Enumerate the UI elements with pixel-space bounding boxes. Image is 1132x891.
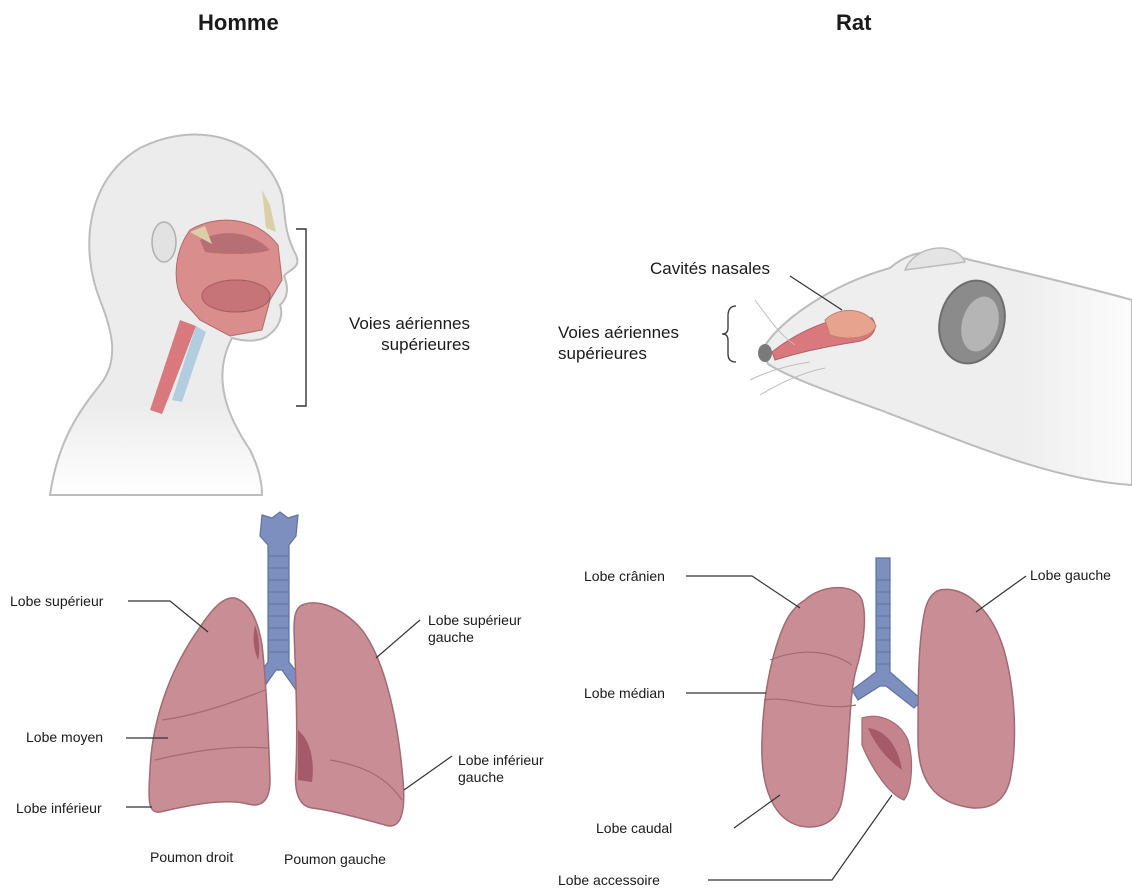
label-middle-lobe: Lobe moyen: [26, 729, 103, 746]
rat-lungs-illustration: [762, 558, 1015, 827]
title-rat: Rat: [836, 10, 871, 36]
label-rat-medial: Lobe médian: [584, 685, 665, 702]
label-rat-accessory: Lobe accessoire: [558, 872, 660, 889]
label-left-upper-lobe: Lobe supérieur gauche: [428, 612, 521, 646]
label-left-lower-lobe: Lobe inférieur gauche: [458, 752, 544, 786]
label-human-airways: Voies aériennes supérieures: [320, 313, 470, 355]
label-left-lower-lobe-line2: gauche: [458, 769, 544, 786]
label-rat-caudal: Lobe caudal: [596, 820, 672, 837]
label-human-airways-line2: supérieures: [320, 334, 470, 355]
label-rat-left: Lobe gauche: [1030, 567, 1111, 584]
rat-airway-bracket: [722, 306, 736, 362]
label-rat-airways-line2: supérieures: [558, 343, 679, 364]
label-rat-nasal: Cavités nasales: [650, 258, 770, 279]
label-left-upper-lobe-line1: Lobe supérieur: [428, 612, 521, 629]
human-lungs-illustration: [149, 512, 404, 826]
label-rat-airways-line1: Voies aériennes: [558, 322, 679, 343]
label-rat-airways: Voies aériennes supérieures: [558, 322, 679, 364]
human-head-illustration: [50, 135, 297, 495]
label-right-lung: Poumon droit: [150, 849, 233, 866]
label-human-airways-line1: Voies aériennes: [320, 313, 470, 334]
title-human: Homme: [198, 10, 279, 36]
label-rat-cranial: Lobe crânien: [584, 568, 665, 585]
label-left-upper-lobe-line2: gauche: [428, 629, 521, 646]
human-airway-bracket: [296, 229, 306, 406]
label-left-lower-lobe-line1: Lobe inférieur: [458, 752, 544, 769]
label-lower-lobe: Lobe inférieur: [16, 800, 102, 817]
label-upper-lobe: Lobe supérieur: [10, 593, 103, 610]
rat-head-illustration: [750, 248, 1132, 485]
label-left-lung: Poumon gauche: [284, 851, 386, 868]
